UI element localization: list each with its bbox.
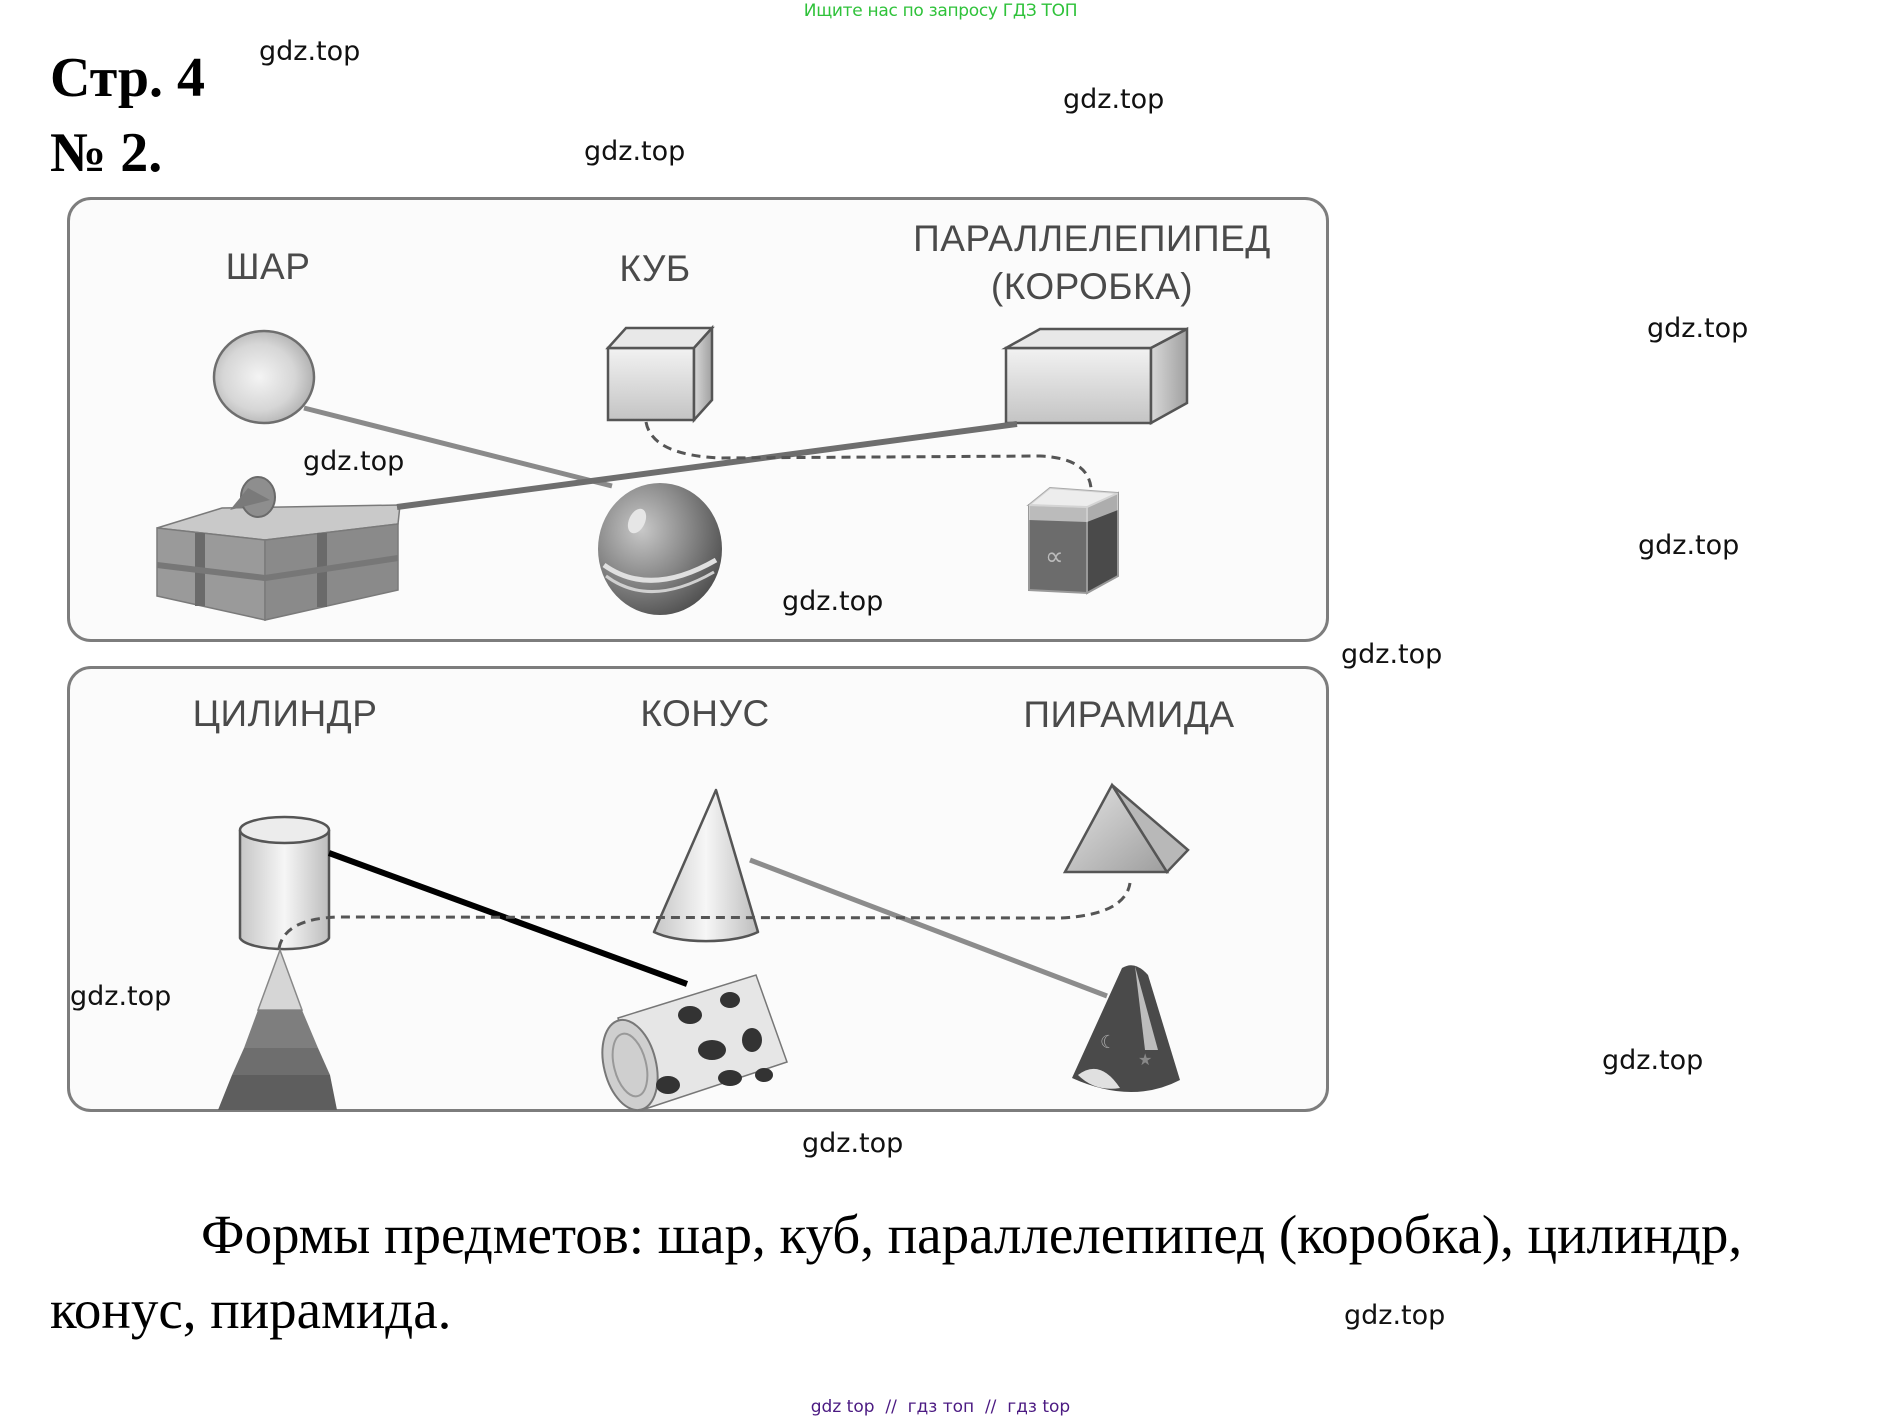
tin-can[interactable] [594,974,788,1116]
aquarium-cube[interactable]: ∝ [1026,486,1119,595]
exercise-number-heading: № 2. [50,122,163,184]
pyramid-toy[interactable] [218,947,337,1110]
watermark: gdz.top [259,36,361,67]
box-shape[interactable] [1001,326,1189,426]
connection-cone-hat [749,857,1108,999]
cylinder-shape[interactable] [238,815,331,951]
sphere-shape[interactable] [212,329,316,425]
svg-text:★: ★ [1138,1050,1152,1069]
watermark: gdz.top [70,981,172,1012]
watermark: gdz.top [1602,1045,1704,1076]
search-hint-banner[interactable]: Ищите нас по запросу ГДЗ ТОП [803,1,1078,21]
connection-box-gift [396,421,1018,510]
label-cone: КОНУС [640,693,770,734]
watermark: gdz.top [1638,530,1740,561]
gift-box[interactable] [156,476,401,621]
connection-pyramid-toy [277,882,1132,949]
watermark: gdz.top [584,136,686,167]
pyramid-shape[interactable] [1062,782,1190,875]
watermark: gdz.top [802,1128,904,1159]
label-cube: КУБ [619,248,691,289]
party-hat[interactable]: ☾ ★ [1072,965,1180,1093]
watermark: gdz.top [1063,84,1165,115]
connection-cube-aquarium [644,421,1093,489]
watermark: gdz.top [303,446,405,477]
svg-text:∝: ∝ [1045,542,1064,572]
watermark: gdz.top [1647,313,1749,344]
label-box: (КОРОБКА) [990,266,1194,307]
label-sphere: ШАР [225,246,311,287]
watermark: gdz.top [782,586,884,617]
watermark: gdz.top [1344,1300,1446,1331]
answer-line-1: Формы предметов: шар, куб, параллелепипе… [201,1204,1743,1265]
page-number-heading: Стр. 4 [50,47,206,109]
answer-line-2: конус, пирамида. [50,1279,452,1340]
svg-text:☾: ☾ [1100,1032,1116,1053]
label-parallelepiped: ПАРАЛЛЕЛЕПИПЕД [913,218,1271,259]
footer-links[interactable]: gdz top // гдз топ // гдз top [810,1397,1071,1417]
label-cylinder: ЦИЛИНДР [192,693,378,734]
watermark: gdz.top [1341,639,1443,670]
ball[interactable] [598,483,722,615]
connection-sphere-ball [303,405,613,489]
cube-shape[interactable] [605,324,715,424]
cone-shape[interactable] [652,788,760,943]
label-pyramid: ПИРАМИДА [1023,694,1235,735]
